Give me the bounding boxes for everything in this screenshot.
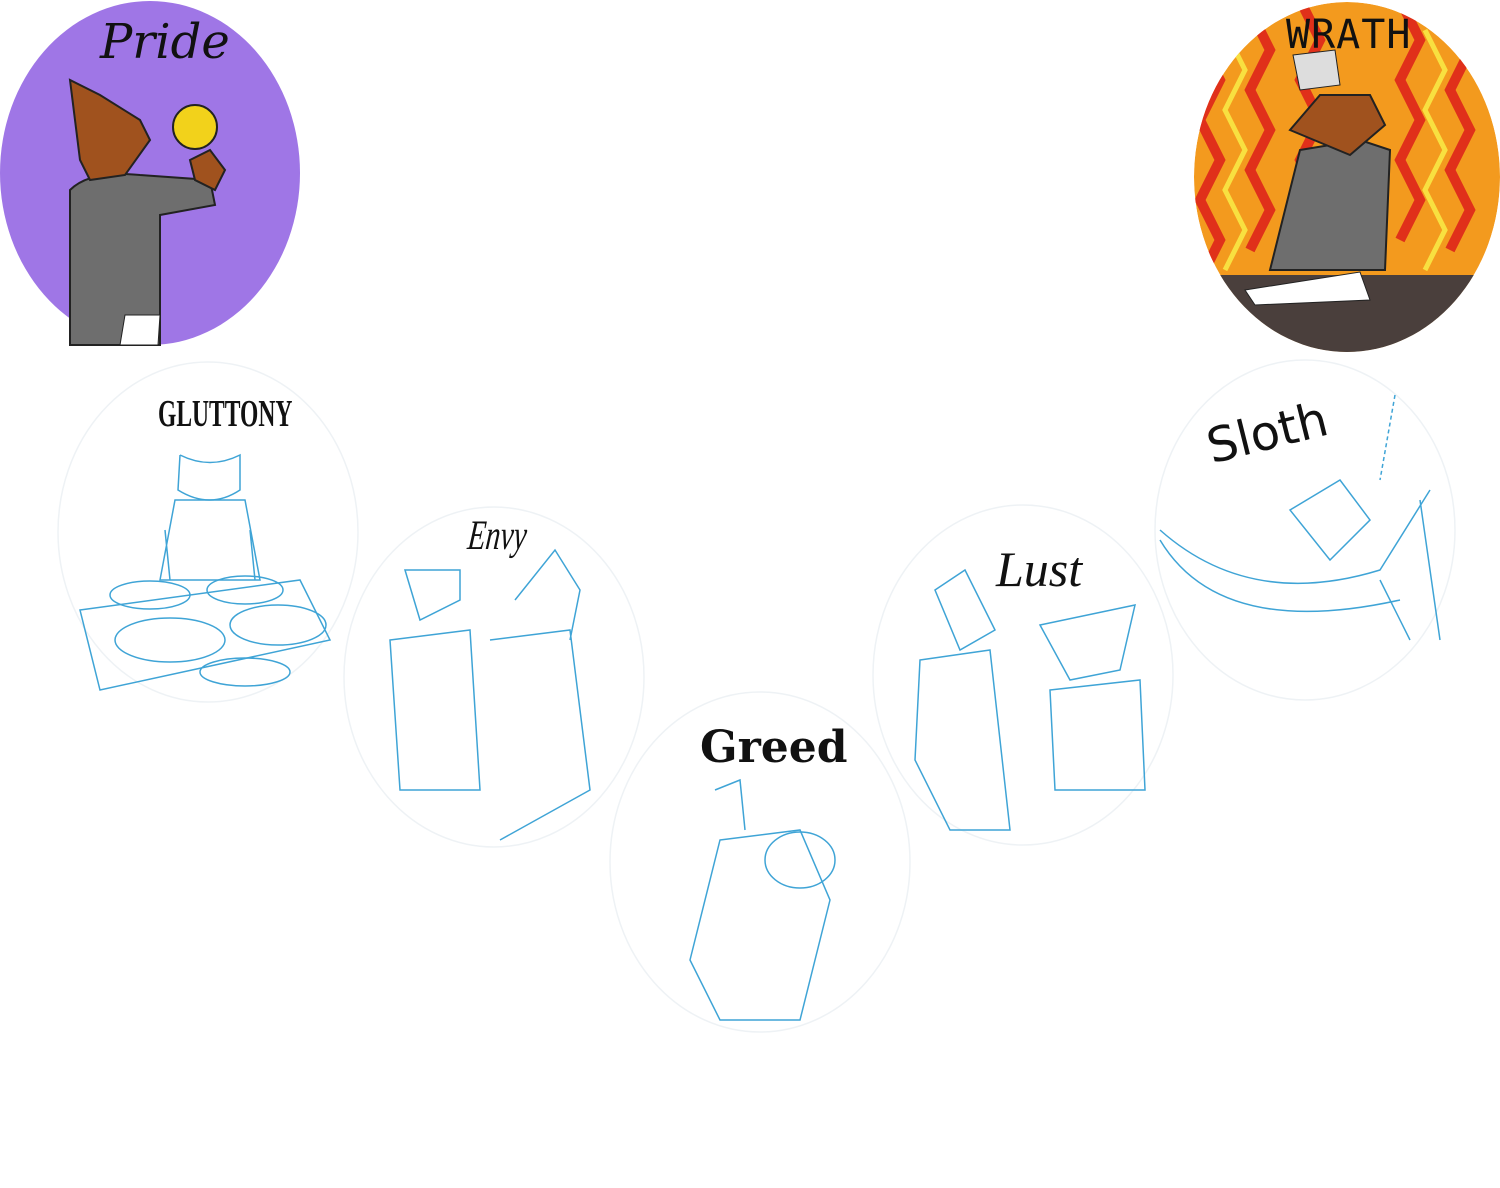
wrath-title: WRATH <box>1286 12 1412 58</box>
gluttony-badge <box>57 361 359 703</box>
cleaver-icon <box>1292 49 1341 91</box>
sketch-figures <box>79 394 1441 1021</box>
pride-badge <box>0 1 300 346</box>
greed-badge <box>609 691 911 1033</box>
envy-title: Envy <box>465 513 530 559</box>
envy-badge <box>343 506 645 848</box>
lust-badge <box>872 504 1174 846</box>
gluttony-title: GLUTTONY <box>158 393 293 435</box>
lust-title: Lust <box>996 541 1083 597</box>
pride-title: Pride <box>100 14 230 70</box>
greed-title: Greed <box>700 722 848 773</box>
wrath-badge <box>1194 2 1500 352</box>
sloth-badge <box>1154 359 1456 701</box>
apple-icon <box>172 104 218 150</box>
